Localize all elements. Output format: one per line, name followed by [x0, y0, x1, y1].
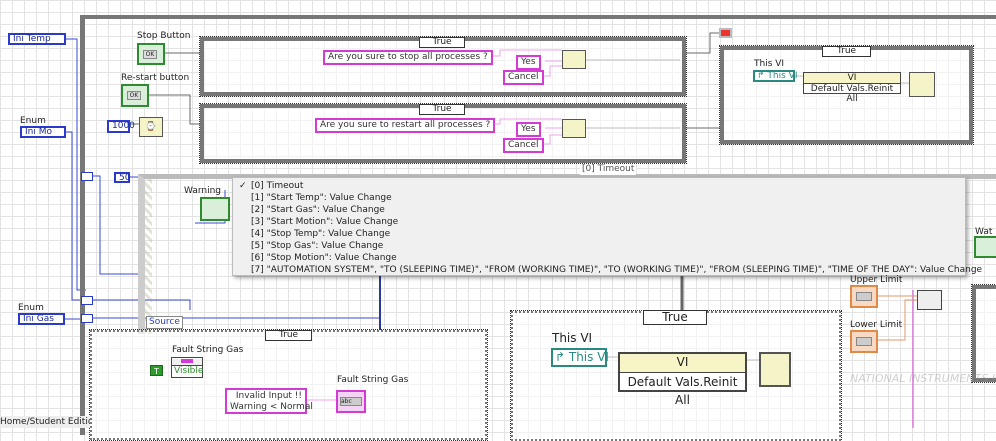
restart-button-terminal[interactable]: OK	[121, 84, 149, 107]
case-selector[interactable]: True	[419, 37, 465, 48]
ini-temp-enum[interactable]: Ini Temp	[8, 33, 66, 45]
event-menu-item[interactable]: [4] "Stop Temp": Value Change	[233, 228, 965, 240]
wait-ms-constant[interactable]: 1000	[107, 120, 135, 133]
restart-message-string: Are you sure to restart all processes ?	[315, 118, 496, 133]
visible-property-node[interactable]: Visible	[171, 357, 203, 378]
invoke-node-method: Default Vals.Reinit All	[627, 375, 738, 407]
fault-prop-label: Fault String Gas	[172, 345, 244, 355]
in-range-node[interactable]	[917, 290, 942, 310]
event-menu-item[interactable]: [2] "Start Gas": Value Change	[233, 204, 965, 216]
case-selector[interactable]: True	[265, 330, 312, 341]
event-menu-item-label: [2] "Start Gas": Value Change	[251, 205, 385, 215]
stop-terminal-icon[interactable]	[719, 28, 732, 38]
upper-limit-control[interactable]	[850, 285, 878, 308]
ok-glyph: OK	[127, 91, 141, 100]
case-selector[interactable]: True	[643, 310, 707, 325]
visible-property: Visible	[174, 366, 204, 376]
warning-terminal[interactable]	[200, 197, 230, 221]
event-case-menu: ✓ [0] Timeout [1] "Start Temp": Value Chan…	[232, 177, 982, 276]
ok-glyph: OK	[143, 50, 157, 59]
event-menu-item-label: [5] "Stop Gas": Value Change	[251, 241, 384, 251]
event-menu-item-label: [1] "Start Temp": Value Change	[251, 193, 392, 203]
event-menu-item[interactable]: [6] "Stop Motion": Value Change	[233, 252, 965, 264]
this-vi-label: This VI	[754, 59, 785, 69]
check-icon: ✓	[239, 181, 247, 191]
two-button-dialog-icon[interactable]	[562, 50, 586, 69]
event-menu-item-label: [4] "Stop Temp": Value Change	[251, 229, 391, 239]
abc-glyph: abc	[340, 397, 362, 406]
event-menu-item[interactable]: [1] "Start Temp": Value Change	[233, 192, 965, 204]
event-menu-item-label: [6] "Stop Motion": Value Change	[251, 253, 397, 263]
ini-mo-enum[interactable]: Ini Mo	[20, 126, 66, 138]
this-vi-reference[interactable]: ↱ This VI	[753, 70, 798, 82]
invoke-node[interactable]: VI Default Vals.Reinit All	[803, 72, 901, 104]
event-case-header[interactable]: [0] Timeout	[580, 164, 637, 175]
event-menu-item[interactable]: [5] "Stop Gas": Value Change	[233, 240, 965, 252]
wait-timer-icon[interactable]: ⌚	[139, 117, 163, 137]
shift-register	[81, 296, 93, 305]
event-menu-item-label: [3] "Start Motion": Value Change	[251, 217, 399, 227]
stop-button-terminal[interactable]: OK	[137, 43, 165, 65]
two-button-dialog-icon[interactable]	[562, 119, 586, 138]
lower-limit-label: Lower Limit	[850, 320, 903, 330]
yes-string: Yes	[516, 122, 541, 137]
invoke-node-method: Default Vals.Reinit All	[810, 84, 894, 104]
true-constant[interactable]: T	[150, 365, 163, 376]
event-menu-item-label: [7] "AUTOMATION SYSTEM", "TO (SLEEPING T…	[251, 265, 983, 275]
shift-register	[81, 314, 93, 323]
lower-limit-control[interactable]	[850, 330, 878, 353]
message-line: Warning < Normal	[230, 402, 313, 412]
stop-message-string: Are you sure to stop all processes ?	[323, 50, 493, 65]
ini-gas-enum[interactable]: Ini Gas	[18, 313, 65, 325]
invoke-node-class: VI	[620, 354, 745, 373]
fault-indicator-label: Fault String Gas	[337, 375, 409, 385]
enum-label: Enum	[20, 116, 46, 126]
warning-label: Warning	[184, 186, 222, 196]
cancel-string: Cancel	[503, 138, 544, 153]
stop-button-label: Stop Button	[137, 31, 191, 41]
case-structure-fault	[89, 329, 488, 441]
timeout-constant[interactable]: 50	[114, 172, 130, 183]
invoke-node-class: VI	[804, 73, 900, 84]
event-menu-item[interactable]: ✓ [0] Timeout	[233, 180, 965, 192]
this-vi-text: This VI	[767, 71, 798, 81]
this-vi-reference[interactable]: ↱ This VI	[551, 348, 609, 367]
this-vi-text: This VI	[568, 350, 609, 364]
case-structure-right	[971, 284, 996, 383]
shift-register	[81, 172, 93, 181]
upper-limit-label: Upper Limit	[850, 275, 903, 285]
water-label: Wat	[975, 227, 993, 237]
watermark: NATIONAL INSTRUMENTS Home and Student Ed…	[850, 372, 996, 385]
edition-status: Home/Student Editio	[0, 416, 90, 428]
fault-string-indicator[interactable]: abc	[336, 390, 366, 413]
case-selector[interactable]: True	[419, 104, 465, 115]
while-loop-frame	[80, 15, 996, 435]
close-reference-icon[interactable]	[759, 352, 791, 387]
close-reference-icon[interactable]	[909, 72, 935, 97]
enum-label: Enum	[18, 303, 44, 313]
water-terminal[interactable]	[974, 236, 996, 258]
case-selector[interactable]: True	[822, 46, 871, 57]
message-line: Invalid Input !!	[235, 391, 302, 401]
invalid-input-string: Invalid Input !!Warning < Normal	[225, 388, 313, 414]
event-source-node: Source	[146, 316, 183, 329]
this-vi-label: This VI	[552, 331, 593, 345]
cancel-string: Cancel	[503, 70, 544, 85]
event-menu-item[interactable]: [7] "AUTOMATION SYSTEM", "TO (SLEEPING T…	[233, 264, 982, 276]
yes-string: Yes	[516, 55, 541, 70]
event-menu-item-label: [0] Timeout	[251, 181, 304, 191]
event-menu-item[interactable]: [3] "Start Motion": Value Change	[233, 216, 965, 228]
invoke-node[interactable]: VI Default Vals.Reinit All	[618, 352, 747, 407]
restart-button-label: Re-start button	[121, 73, 190, 83]
